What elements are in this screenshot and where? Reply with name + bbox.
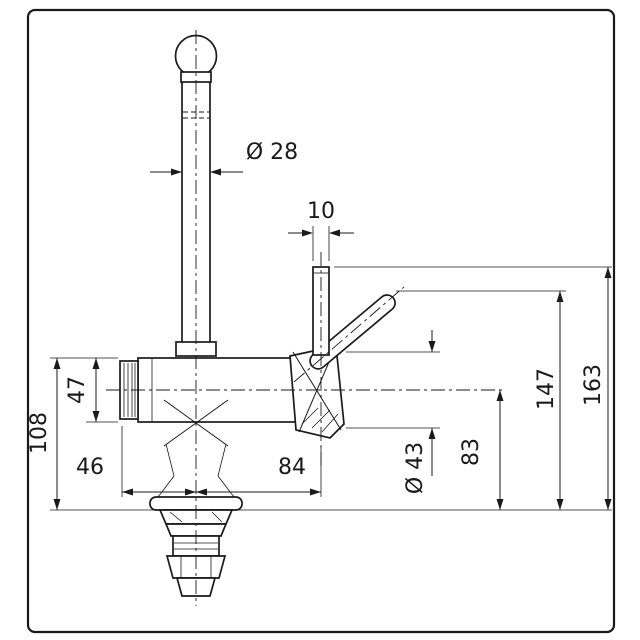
faucet-outline — [119, 34, 396, 597]
drawing-frame-border — [26, 8, 616, 634]
dim-label-height-body-axis: 83 — [459, 438, 484, 466]
dim-label-pin-width: 10 — [307, 199, 335, 224]
dim-label-body-left-height: 47 — [65, 376, 90, 404]
dim-label-height-pin-top: 163 — [581, 364, 606, 406]
dim-label-offset-left: 46 — [76, 455, 104, 480]
dim-label-offset-right: 84 — [278, 455, 306, 480]
dimension-labels: Ø 28 10 47 108 46 84 Ø 43 83 147 163 — [27, 140, 606, 494]
dimension-lines — [50, 168, 612, 511]
dim-label-total-height: 108 — [27, 412, 52, 454]
mounting-hardware — [158, 509, 234, 597]
dim-label-body-diameter: Ø 43 — [403, 442, 428, 494]
dim-label-height-lever-top: 147 — [534, 368, 559, 410]
dim-label-spout-diameter: Ø 28 — [246, 140, 298, 165]
